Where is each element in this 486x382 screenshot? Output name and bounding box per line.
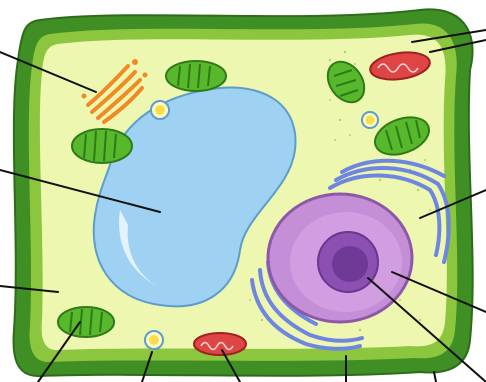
chloroplast (72, 129, 132, 163)
nucleolus (318, 232, 378, 292)
vesicle (362, 112, 378, 128)
leader-line (434, 372, 436, 382)
vesicle (151, 101, 169, 119)
vesicle (145, 331, 163, 349)
chloroplast (58, 307, 114, 337)
chloroplast (166, 61, 226, 91)
mitochondrion (194, 333, 246, 355)
